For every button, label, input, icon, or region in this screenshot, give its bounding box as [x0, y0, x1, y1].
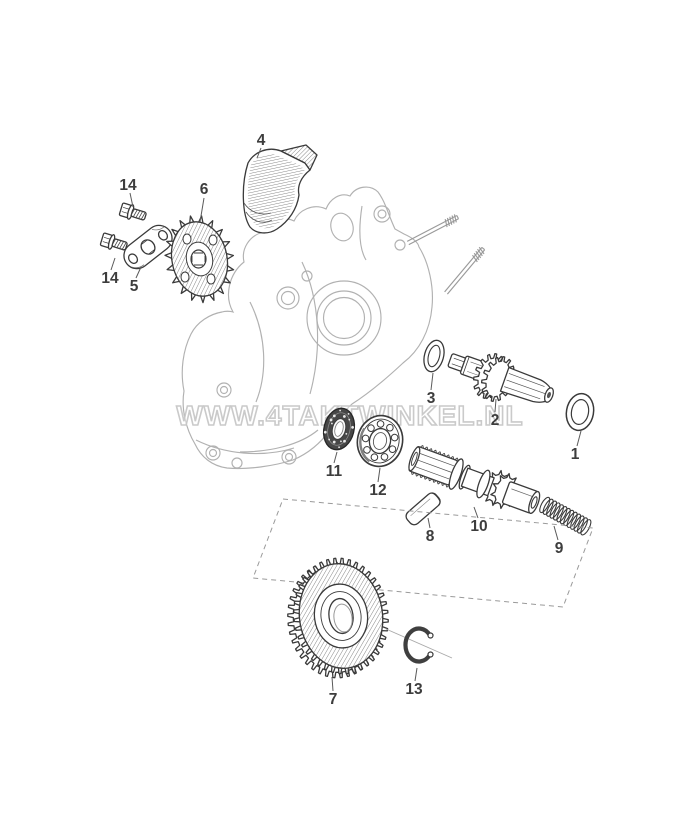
cylinder-stud-lower	[444, 246, 486, 295]
washer-small-drawing	[423, 339, 445, 373]
chain-guide-plate-drawing	[242, 144, 318, 234]
washer-large-drawing	[565, 392, 595, 432]
ball-bearing-drawing	[356, 414, 404, 468]
cylinder-stud-upper	[406, 214, 460, 246]
callout-10: 10	[470, 518, 487, 535]
callout-2: 2	[491, 412, 500, 429]
kickstarter-gear-drawing	[287, 557, 389, 679]
kickstarter-spindle-drawing	[408, 444, 541, 515]
assembly-group-dashed-box	[252, 498, 594, 608]
drive-sprocket-drawing	[164, 215, 235, 304]
callout-14-lower: 14	[101, 270, 119, 287]
callout-9: 9	[555, 540, 564, 557]
oil-seal-drawing	[322, 407, 356, 451]
callout-13: 13	[405, 681, 423, 698]
crankcase-contour	[181, 186, 434, 470]
callout-8: 8	[426, 528, 435, 545]
roller-pin-drawing	[405, 492, 441, 526]
callout-3: 3	[427, 390, 436, 407]
snap-ring-axis-line	[385, 628, 453, 659]
callout-leader-lines	[110, 147, 582, 692]
callout-6: 6	[200, 181, 209, 198]
callout-4: 4	[257, 132, 266, 149]
flange-bolt-lower-drawing	[99, 232, 128, 251]
countershaft-drawing	[447, 353, 554, 403]
callout-7: 7	[329, 691, 338, 708]
spring-drawing	[539, 496, 592, 536]
guide-plate-tab	[280, 144, 318, 171]
callout-14-upper: 14	[119, 177, 137, 194]
flange-bolt-upper-drawing	[118, 202, 147, 221]
callout-1: 1	[571, 446, 580, 463]
sprocket-fixing-plate-drawing	[123, 224, 173, 270]
callout-5: 5	[130, 278, 139, 295]
crankcase-outline-drawing	[181, 186, 486, 470]
callout-12: 12	[369, 482, 386, 499]
callout-11: 11	[326, 463, 343, 480]
snap-ring-drawing	[403, 626, 434, 664]
